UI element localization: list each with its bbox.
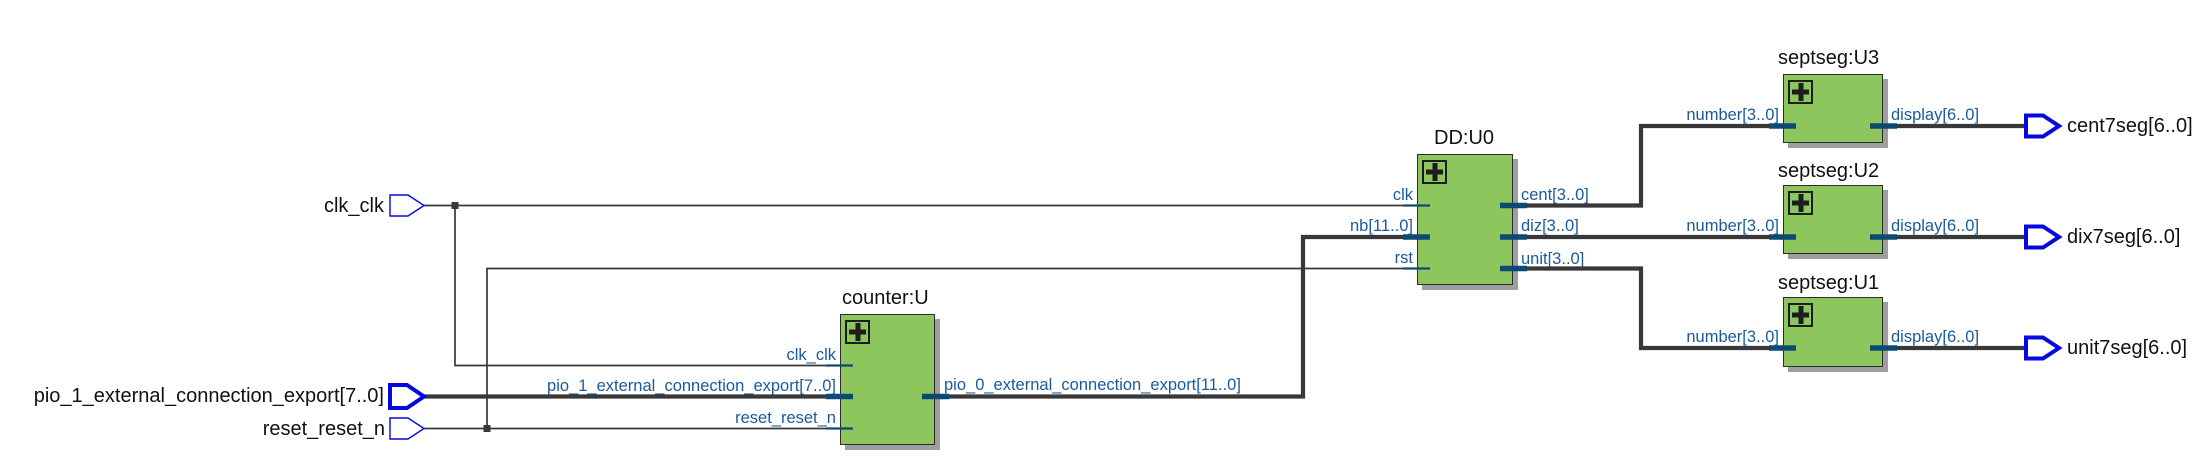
port-label-unit7seg: unit7seg[6..0] bbox=[2067, 337, 2188, 359]
pin-label-dd-nb: nb[11..0] bbox=[1350, 217, 1413, 235]
pin-label-dd-unit: unit[3..0] bbox=[1521, 250, 1585, 268]
port-out-dix7seg-icon[interactable] bbox=[2024, 224, 2063, 250]
pin-label-u1-display: display[6..0] bbox=[1891, 328, 1980, 346]
block-title-septseg-u3: septseg:U3 bbox=[1778, 47, 1880, 69]
expand-plus-icon[interactable] bbox=[1788, 303, 1813, 327]
junction-reset bbox=[483, 425, 491, 432]
block-title-septseg-u2: septseg:U2 bbox=[1778, 160, 1880, 182]
expand-plus-icon[interactable] bbox=[1788, 191, 1813, 215]
pin-label-dd-rst: rst bbox=[1394, 249, 1413, 267]
pin-label-dd-cent: cent[3..0] bbox=[1521, 186, 1589, 204]
net-pio0-bus[interactable] bbox=[935, 234, 1417, 399]
port-label-dix7seg: dix7seg[6..0] bbox=[2067, 226, 2181, 248]
port-label-reset-reset-n: reset_reset_n bbox=[262, 418, 385, 440]
port-in-pio1-export-icon[interactable] bbox=[388, 383, 428, 410]
port-label-clk-clk: clk_clk bbox=[323, 195, 384, 217]
pin-label-counter-reset: reset_reset_n bbox=[735, 409, 836, 427]
net-reset-branch[interactable] bbox=[486, 267, 1417, 429]
port-label-pio1-export: pio_1_external_connection_export[7..0] bbox=[33, 385, 384, 407]
expand-plus-icon[interactable] bbox=[1788, 80, 1813, 104]
block-title-counter: counter:U bbox=[842, 287, 929, 309]
expand-plus-icon[interactable] bbox=[845, 320, 870, 344]
port-in-reset-reset-n-icon[interactable] bbox=[389, 417, 426, 440]
block-septseg-u1[interactable] bbox=[1783, 297, 1883, 367]
pin-label-u2-number: number[3..0] bbox=[1686, 217, 1779, 235]
pin-label-counter-pio0-out: pio_0_external_connection_export[11..0] bbox=[944, 376, 1241, 394]
pin-label-counter-pio1: pio_1_external_connection_export[7..0] bbox=[547, 377, 836, 395]
pin-label-dd-clk: clk bbox=[1392, 186, 1413, 204]
pin-label-u1-number: number[3..0] bbox=[1686, 328, 1779, 346]
block-title-septseg-u1: septseg:U1 bbox=[1778, 272, 1880, 294]
block-septseg-u3[interactable] bbox=[1783, 74, 1883, 143]
block-dd-u0[interactable] bbox=[1417, 154, 1513, 285]
port-out-unit7seg-icon[interactable] bbox=[2024, 335, 2063, 361]
pin-label-dd-diz: diz[3..0] bbox=[1521, 217, 1579, 235]
port-out-cent7seg-icon[interactable] bbox=[2024, 113, 2063, 139]
pin-label-counter-clk: clk_clk bbox=[786, 346, 836, 364]
port-in-clk-clk-icon[interactable] bbox=[389, 194, 426, 217]
junction-clk bbox=[451, 202, 459, 209]
port-label-cent7seg: cent7seg[6..0] bbox=[2067, 115, 2193, 137]
net-clk-branch[interactable] bbox=[454, 205, 840, 367]
block-counter-u[interactable] bbox=[840, 314, 935, 445]
expand-plus-icon[interactable] bbox=[1422, 160, 1447, 184]
block-septseg-u2[interactable] bbox=[1783, 185, 1883, 254]
block-title-dd: DD:U0 bbox=[1434, 127, 1495, 149]
pin-label-u3-number: number[3..0] bbox=[1686, 106, 1779, 124]
pin-label-u2-display: display[6..0] bbox=[1891, 217, 1980, 235]
pin-label-u3-display: display[6..0] bbox=[1891, 106, 1980, 124]
